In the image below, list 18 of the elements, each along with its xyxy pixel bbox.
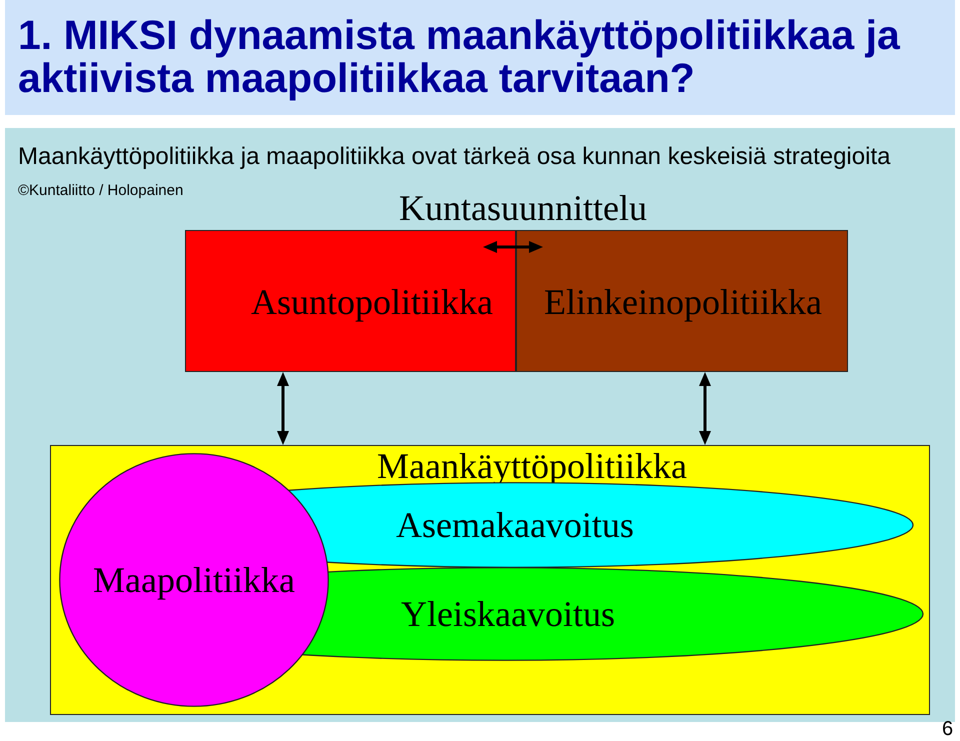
policy-label: Asuntopolitiikka (251, 282, 493, 323)
policy-circle (59, 453, 329, 707)
slide-title: 1. MIKSI dynaamista maankäyttöpolitiikkaa ja aktiivista maapolitiikkaa tarvitaan? (18, 14, 901, 100)
panel-heading: Maankäyttöpolitiikka (377, 446, 687, 488)
policy-label: Elinkeinopolitiikka (544, 282, 822, 323)
double-arrow (277, 372, 289, 445)
policy-box (185, 230, 516, 372)
planning-label: Asemakaavoitus (396, 504, 634, 546)
policy-label: Maapolitiikka (93, 560, 295, 601)
planning-label: Yleiskaavoitus (401, 594, 615, 635)
page-number: 6 (942, 718, 954, 741)
copyright-note: ©Kuntaliitto / Holopainen (18, 182, 184, 200)
policy-box (516, 230, 848, 372)
subtitle: Maankäyttöpolitiikka ja maapolitiikka ovat tärkeä osa kunnan keskeisiä strategioita (18, 143, 890, 171)
double-arrow (483, 241, 543, 253)
policy-box (50, 445, 930, 715)
double-arrow (699, 372, 711, 445)
group-heading: Kuntasuunnittelu (399, 188, 647, 230)
